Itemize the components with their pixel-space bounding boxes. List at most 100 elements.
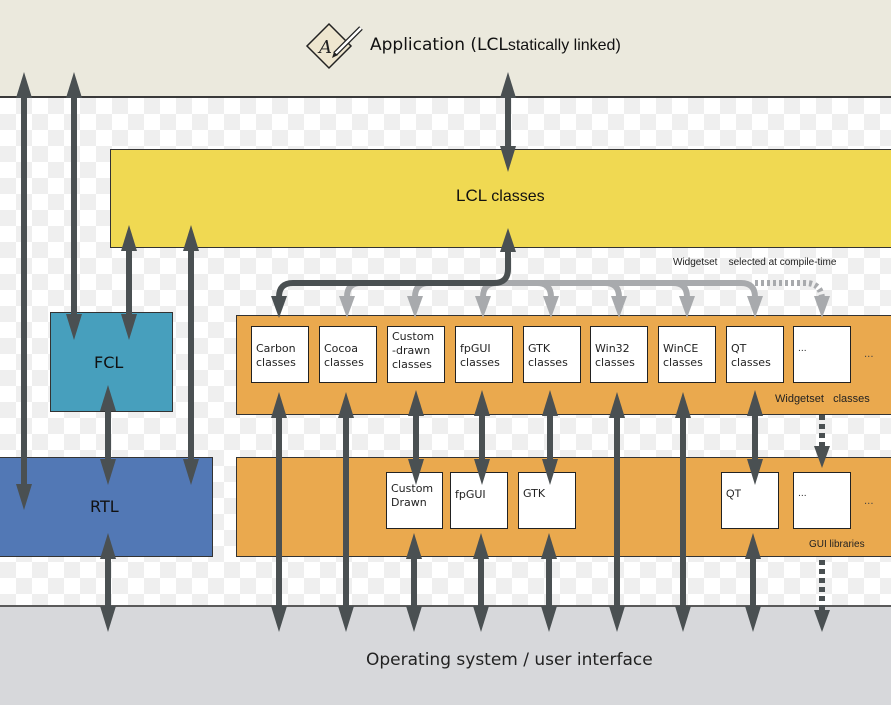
widgetset-item-carbon: Carbon classes — [251, 326, 309, 383]
lcl-classes-box — [110, 149, 891, 248]
arrow-carbon-os-head-up — [271, 392, 287, 418]
item-line: classes — [595, 356, 635, 369]
widgetset-caption: Widgetset classes — [775, 393, 870, 405]
widgetset-branch-head-6 — [747, 296, 763, 318]
application-layer — [0, 0, 891, 98]
widgetset-branch-head-0 — [339, 296, 355, 318]
application-title: Application (LCLstatically linked) — [370, 35, 621, 55]
item-line: classes — [392, 358, 432, 371]
widgetset-branch-head-1 — [407, 296, 423, 318]
lcl-label: LCL classes — [456, 186, 545, 206]
arrow-wince-os-head-down — [675, 606, 691, 632]
widgetset-branch-dashed — [755, 280, 825, 301]
arrow-rtl-os-head-up — [100, 533, 116, 559]
arrow-rtl-os-head-down — [100, 606, 116, 632]
svg-text:A: A — [317, 37, 332, 58]
item-line: QT — [731, 342, 747, 355]
widgetset-branch-5 — [508, 280, 690, 304]
widgetset-branch-dashed-head — [814, 296, 830, 318]
lcl-label-sub: classes — [491, 188, 545, 205]
operating-system-layer — [0, 605, 891, 705]
arrow-gtk-ws-gui-head-up — [542, 390, 558, 416]
os-label: Operating system / user interface — [366, 650, 653, 670]
widgetset-branch-head-5 — [679, 296, 695, 318]
fcl-box — [50, 312, 173, 412]
arrow-lcl-rtl-head-up — [183, 225, 199, 251]
arrow-gtk-ws-gui-head-down — [542, 459, 558, 485]
arrow-fpgui-ws-gui-head-up — [474, 390, 490, 416]
arrow-other-os-head-down — [814, 610, 830, 632]
widgetset-branch-3 — [508, 280, 554, 304]
item-line: ... — [798, 344, 807, 354]
arrow-app-fcl-head-down — [66, 314, 82, 340]
arrow-app-lcl-head-up — [500, 72, 516, 98]
lcl-label-main: LCL — [456, 186, 487, 205]
item-line: Custom — [391, 482, 434, 495]
arrow-fcl-rtl-head-up — [100, 385, 116, 411]
arrow-lcl-rtl-head-down — [183, 459, 199, 485]
arrow-cocoa-os-head-down — [338, 606, 354, 632]
arrow-app-lcl-head-down — [500, 146, 516, 172]
item-line: Win32 — [595, 342, 630, 355]
arrow-fpgui-os-head-up — [473, 533, 489, 559]
item-line: classes — [731, 356, 771, 369]
arrow-win32-os-head-down — [609, 606, 625, 632]
arrow-app-rtl-head-up — [16, 72, 32, 98]
arrow-lcl-fcl-head-down — [121, 314, 137, 340]
widgetset-branch-head-4 — [611, 296, 627, 318]
item-line: QT — [726, 488, 742, 500]
arrow-gtk-os-head-up — [541, 533, 557, 559]
arrow-app-rtl-head-down — [16, 484, 32, 510]
arrow-wince-os-head-up — [675, 392, 691, 418]
widgetset-item-cocoa: Cocoa classes — [319, 326, 377, 383]
widgetset-branch-head-2 — [475, 296, 491, 318]
application-title-sub: statically linked) — [507, 37, 621, 54]
widgetset-branch-head-3 — [543, 296, 559, 318]
item-line: classes — [460, 356, 500, 369]
arrow-fpgui-ws-gui-head-down — [474, 459, 490, 485]
item-line: GTK — [523, 487, 546, 500]
arrow-customdrawn-ws-gui-head-up — [408, 390, 424, 416]
item-line: classes — [324, 356, 364, 369]
item-line: WinCE — [663, 342, 699, 355]
arrow-app-fcl-head-up — [66, 72, 82, 98]
arrow-gtk-os-head-down — [541, 606, 557, 632]
widgetset-item-wince: WinCE classes — [658, 326, 716, 383]
item-line: -drawn — [392, 344, 431, 357]
item-line: Cocoa — [324, 342, 358, 355]
arrow-carbon-os-head-down — [271, 606, 287, 632]
item-line: classes — [663, 356, 703, 369]
widgetset-branch-4 — [508, 280, 622, 304]
arrow-fcl-rtl-head-down — [100, 459, 116, 485]
arrow-lcl-fcl-head-up — [121, 225, 137, 251]
rtl-label: RTL — [90, 497, 119, 516]
widgetset-selected-branch — [276, 248, 511, 304]
widgetset-selected-head — [271, 296, 287, 318]
arrow-qt-ws-gui-head-up — [747, 390, 763, 416]
arrow-qt-os-head-down — [745, 606, 761, 632]
gui-item-custom-drawn: Custom Drawn — [386, 472, 443, 529]
fcl-label: FCL — [94, 353, 124, 372]
arrow-fpgui-os-head-down — [473, 606, 489, 632]
widgetset-note-part2: selected at compile-time — [728, 257, 837, 268]
item-line: fpGUI — [460, 342, 491, 355]
item-line: classes — [528, 356, 568, 369]
item-line: Custom — [392, 330, 435, 343]
item-line: classes — [256, 356, 296, 369]
widgetset-item-win32: Win32 classes — [590, 326, 648, 383]
application-icon: A — [305, 22, 369, 72]
widgetset-item-custom-drawn: Custom -drawn classes — [387, 326, 445, 383]
widgetset-caption-part2: classes — [833, 393, 870, 405]
arrow-customdrawn-ws-gui-head-down — [408, 459, 424, 485]
item-line: Carbon — [256, 342, 296, 355]
widgetset-note-part1: Widgetset — [673, 257, 718, 268]
arrow-qt-os-head-up — [745, 533, 761, 559]
gui-libraries-caption: GUI libraries — [809, 539, 865, 550]
widgetset-item-fpgui: fpGUI classes — [455, 326, 513, 383]
widgetset-item-other: ... — [793, 326, 851, 383]
arrow-customdrawn-os-head-down — [406, 606, 422, 632]
arrow-customdrawn-os-head-up — [406, 533, 422, 559]
item-line: Drawn — [391, 496, 427, 509]
lcl-branch-head-up — [500, 228, 516, 252]
